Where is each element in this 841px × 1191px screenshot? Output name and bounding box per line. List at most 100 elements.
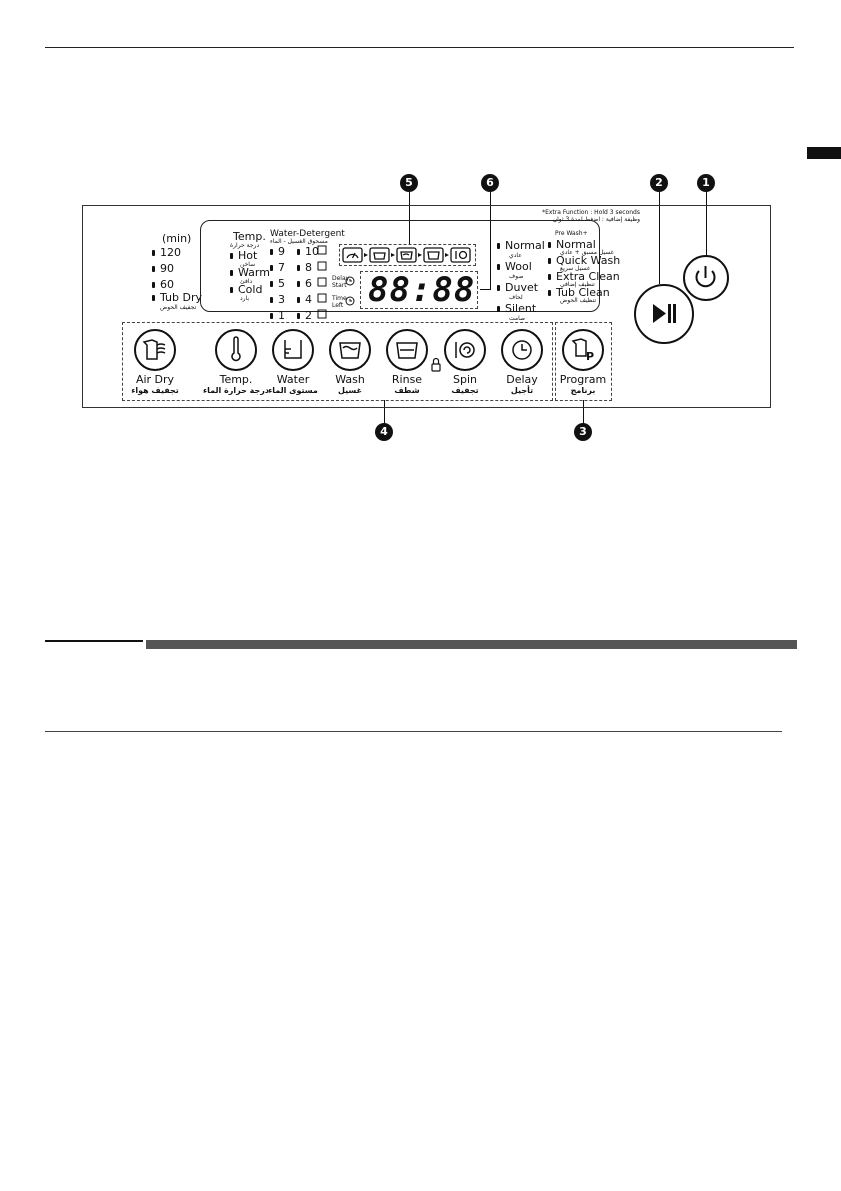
- callout-1: 1: [697, 174, 715, 192]
- temp-button[interactable]: [215, 329, 257, 371]
- section-divider-bar: [45, 640, 797, 649]
- extra-function-note: *Extra Function : Hold 3 seconds وظيفة إ…: [510, 209, 640, 223]
- tub-dry-option[interactable]: Tub Dry: [152, 292, 202, 304]
- display-frame: [200, 220, 600, 312]
- water-button[interactable]: [272, 329, 314, 371]
- water-level-6[interactable]: 6: [297, 276, 319, 292]
- temp-label-ar: درجة حرارة الماء: [203, 386, 269, 395]
- clock-icons: [345, 276, 355, 306]
- leader-line-2: [659, 192, 660, 284]
- water-level-8[interactable]: 8: [297, 260, 319, 276]
- water-level-9[interactable]: 9: [270, 244, 285, 260]
- start-pause-button[interactable]: [634, 284, 694, 344]
- option-silent-ar: صامت: [509, 315, 526, 322]
- time-display-digits: 88:88: [368, 270, 476, 310]
- temp-title-ar: درجة حرارة: [230, 242, 260, 249]
- control-panel: [82, 205, 771, 408]
- air-dry-label: Air Dry: [135, 373, 175, 386]
- temp-option-cold[interactable]: Cold: [230, 284, 262, 296]
- water-level-4[interactable]: 4: [297, 292, 319, 308]
- callout-5: 5: [400, 174, 418, 192]
- time-left-label: Time Left: [332, 295, 347, 309]
- svg-text:P: P: [586, 350, 594, 363]
- leader-line-6-tick: [480, 289, 491, 290]
- program-label-ar: برنامج: [570, 386, 596, 395]
- temp-hot-ar: ساخن: [240, 261, 256, 268]
- callout-4: 4: [375, 423, 393, 441]
- program-extra-clean-ar: تنظيف إضافي: [560, 281, 595, 288]
- temp-title: Temp.: [233, 230, 266, 243]
- callout-6: 6: [481, 174, 499, 192]
- program-button[interactable]: P: [562, 329, 604, 371]
- water-level-7[interactable]: 7: [270, 260, 285, 276]
- water-level-5[interactable]: 5: [270, 276, 285, 292]
- top-rule: [45, 47, 794, 48]
- clock-icon: [512, 340, 532, 360]
- callout-2: 2: [650, 174, 668, 192]
- water-level-1[interactable]: 1: [270, 308, 285, 324]
- power-icon: [695, 266, 716, 288]
- child-lock-icon: [431, 357, 441, 372]
- time-option-60[interactable]: 60: [152, 279, 174, 291]
- water-level-10[interactable]: 10: [297, 244, 319, 260]
- option-normal-ar: عادي: [509, 252, 522, 259]
- spin-button[interactable]: [444, 329, 486, 371]
- wash-label-ar: غسيل: [337, 386, 362, 395]
- air-dry-button[interactable]: [134, 329, 176, 371]
- leader-line-6: [490, 192, 491, 290]
- spin-icon: [455, 342, 475, 358]
- wash-label: Wash: [335, 373, 365, 386]
- water-level-3[interactable]: 3: [270, 292, 285, 308]
- detergent-level-icons: [317, 245, 327, 319]
- min-label: (min): [162, 232, 192, 245]
- spin-label-ar: تجفيف: [451, 386, 479, 395]
- rinse-button[interactable]: [386, 329, 428, 371]
- rinse-label: Rinse: [391, 373, 423, 386]
- temp-option-hot[interactable]: Hot: [230, 250, 257, 262]
- water-level-2[interactable]: 2: [297, 308, 319, 324]
- program-tub-clean-ar: تنظيف الحوض: [560, 297, 597, 304]
- cycle-progress-icons: [342, 247, 471, 263]
- time-display-box: [360, 271, 478, 309]
- water-detergent-title: Water-Detergent: [270, 229, 345, 239]
- language-tab-marker: [807, 147, 841, 159]
- time-option-120[interactable]: 120: [152, 247, 181, 259]
- delay-label-ar: تأجيل: [510, 386, 534, 395]
- temp-warm-ar: دافئ: [240, 278, 253, 285]
- extra-function-text: *Extra Function : Hold 3 seconds: [542, 209, 640, 216]
- water-level-icon: [284, 340, 302, 359]
- temp-option-warm[interactable]: Warm: [230, 267, 270, 279]
- cycle-progress-box: [339, 244, 476, 266]
- program-icon: P: [571, 338, 594, 363]
- time-option-90[interactable]: 90: [152, 263, 174, 275]
- water-levels-left: 9 7 5 3 1: [270, 244, 285, 324]
- temp-label: Temp.: [219, 373, 253, 386]
- leader-line-3: [583, 400, 584, 424]
- option-wool-ar: صوف: [509, 273, 524, 280]
- thermometer-icon: [231, 336, 241, 362]
- play-pause-icon: [653, 304, 676, 323]
- leader-line-5: [409, 192, 410, 244]
- extra-function-text-ar: وظيفة إضافية : اضغط لمدة 3 ثوان: [552, 216, 640, 223]
- program-normal-ar: غسيل مسبق + عادي: [560, 249, 614, 256]
- wash-button[interactable]: [329, 329, 371, 371]
- rinse-label-ar: شطف: [394, 386, 420, 395]
- air-dry-icon: [142, 339, 166, 360]
- prewash-label: Pre Wash+: [555, 230, 588, 237]
- air-dry-label-ar: تجفيف هواء: [131, 386, 179, 395]
- delay-button[interactable]: [501, 329, 543, 371]
- water-levels-right: 10 8 6 4 2: [297, 244, 319, 324]
- power-button[interactable]: [683, 255, 729, 301]
- tub-dry-label-ar: تجفيف الحوض: [160, 304, 197, 311]
- option-duvet-ar: لحاف: [509, 294, 523, 301]
